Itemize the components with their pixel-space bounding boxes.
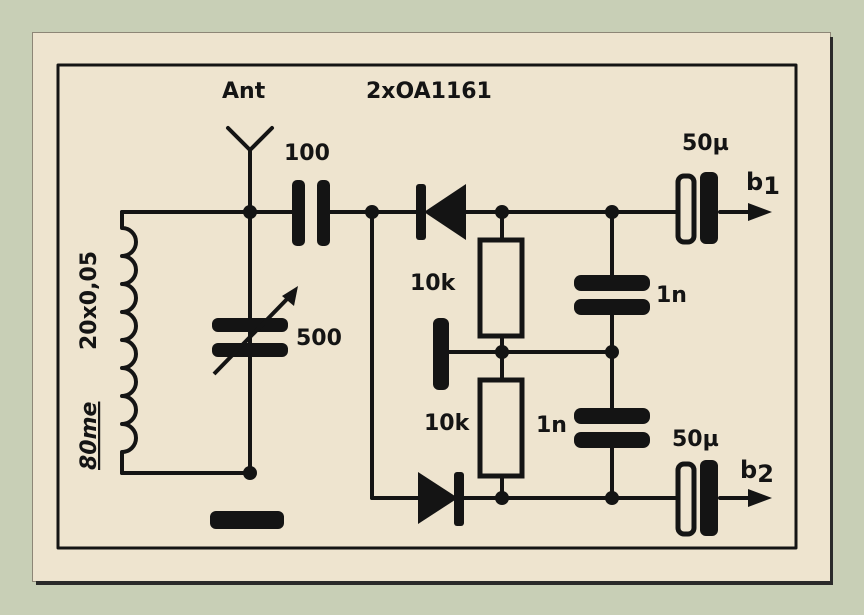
capacitor-1n-bottom: [574, 408, 650, 448]
label-cap-50u-bottom: 50µ: [672, 427, 719, 452]
ground-bar: [210, 511, 284, 529]
label-antenna: Ant: [222, 79, 266, 104]
label-coil-core: 80me: [77, 401, 102, 470]
label-cap-1n-top: 1n: [656, 283, 687, 308]
label-cap-50u-top: 50µ: [682, 131, 729, 156]
capacitor-50u-bottom-plate: [700, 460, 718, 536]
label-cap-500: 500: [296, 326, 342, 351]
capacitor-1n-top: [574, 275, 650, 315]
resistor-10k-top: [477, 237, 525, 339]
capacitor-100: [292, 180, 330, 246]
wires: [120, 148, 754, 500]
antenna-symbol: [226, 126, 274, 152]
label-res-top: 10k: [410, 271, 457, 296]
label-res-bottom: 10k: [424, 411, 471, 436]
label-coil-turns: 20x0,05: [77, 251, 102, 350]
capacitor-50u-bottom-hollow: [675, 461, 697, 537]
label-output-b1: b1: [746, 168, 780, 200]
diode-top: [416, 184, 466, 240]
coil-inductor: [120, 210, 138, 475]
mid-ground-bar: [433, 318, 449, 390]
capacitor-50u-top-plate: [700, 172, 718, 244]
schematic-border: [56, 63, 798, 550]
output-arrow-b2: [748, 489, 772, 507]
junction-dots: [243, 205, 619, 505]
label-diode-type: 2xOA1161: [366, 79, 492, 104]
label-cap-1n-bottom: 1n: [536, 413, 567, 438]
diode-bottom: [418, 472, 464, 526]
output-arrow-b1: [748, 203, 772, 221]
variable-cap-arrow: [212, 286, 298, 376]
label-output-b2: b2: [740, 456, 774, 488]
label-cap-100: 100: [284, 141, 330, 166]
capacitor-50u-top-hollow: [675, 173, 697, 245]
variable-capacitor-500: [212, 318, 288, 357]
resistor-10k-bottom: [477, 377, 525, 479]
